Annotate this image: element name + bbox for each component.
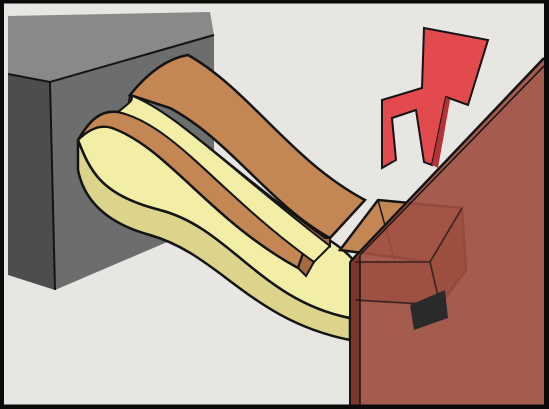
gray-block-side	[8, 74, 55, 290]
panel-edge	[350, 255, 360, 405]
